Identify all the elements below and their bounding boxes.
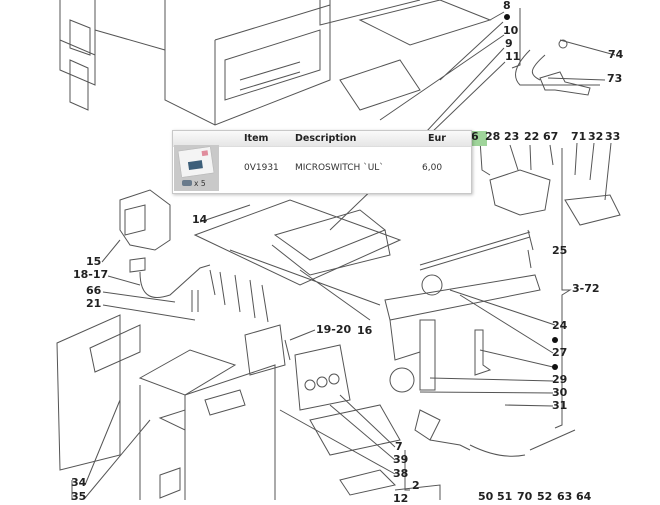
part-info-tooltip: Item Description Eur x 5 0V1931 MICROSWI…: [172, 130, 472, 194]
callout-67[interactable]: 67: [543, 130, 559, 143]
callout-32[interactable]: 32: [588, 130, 604, 143]
callout-51[interactable]: 51: [497, 490, 513, 503]
bracket-bar: [384, 274, 541, 361]
callout-2[interactable]: 2: [412, 479, 420, 492]
callout-70[interactable]: 70: [517, 490, 533, 503]
callout-52[interactable]: 52: [537, 490, 553, 503]
callout-8[interactable]: 8: [503, 0, 511, 12]
microswitch-icon: [182, 180, 192, 186]
highlighted-callout-background: [470, 131, 487, 146]
callout-73[interactable]: 73: [607, 72, 623, 85]
callout-66[interactable]: 66: [86, 284, 102, 297]
boiler-housing: [164, 0, 331, 126]
callout-19-20[interactable]: 19-20: [316, 323, 352, 336]
product-package-icon: [178, 146, 214, 178]
callout-35[interactable]: 35: [71, 490, 87, 503]
callout-10[interactable]: 10: [503, 24, 519, 37]
callout-14[interactable]: 14: [192, 213, 208, 226]
callout-12[interactable]: 12: [393, 492, 409, 505]
front-panel: [59, 0, 96, 56]
fan: [119, 189, 171, 251]
callout-9[interactable]: 9: [505, 37, 513, 50]
callout-34[interactable]: 34: [71, 476, 87, 489]
callout-dot: [552, 337, 558, 343]
callout-23[interactable]: 23: [504, 130, 520, 143]
callout-50[interactable]: 50: [478, 490, 494, 503]
header-description: Description: [295, 133, 357, 144]
item-price: 6,00: [422, 163, 443, 173]
callout-6[interactable]: 6: [471, 130, 479, 143]
callout-38[interactable]: 38: [393, 467, 409, 480]
callout-28[interactable]: 28: [485, 130, 501, 143]
callout-31[interactable]: 31: [552, 399, 568, 412]
callout-74[interactable]: 74: [608, 48, 624, 61]
callout-3-72[interactable]: 3-72: [572, 282, 600, 295]
callout-dot: [504, 14, 510, 20]
callout-11[interactable]: 11: [505, 50, 521, 63]
callout-64[interactable]: 64: [576, 490, 592, 503]
callout-24[interactable]: 24: [552, 319, 568, 332]
callout-39[interactable]: 39: [393, 453, 409, 466]
callout-29[interactable]: 29: [552, 373, 568, 386]
item-code: 0V1931: [244, 163, 279, 173]
header-item: Item: [244, 133, 269, 144]
callout-16[interactable]: 16: [357, 324, 373, 337]
header-price: Eur: [428, 133, 446, 144]
pack-quantity: x 5: [194, 179, 206, 188]
callout-27[interactable]: 27: [552, 346, 568, 359]
rod: [419, 231, 531, 271]
callout-25[interactable]: 25: [552, 244, 568, 257]
callout-21[interactable]: 21: [86, 297, 102, 310]
item-description: MICROSWITCH `UL`: [295, 163, 384, 173]
callout-30[interactable]: 30: [552, 386, 568, 399]
product-image: x 5: [174, 145, 219, 191]
callout-dot: [552, 364, 558, 370]
callout-71[interactable]: 71: [571, 130, 587, 143]
callout-63[interactable]: 63: [557, 490, 573, 503]
callout-22[interactable]: 22: [524, 130, 540, 143]
control-panel: [56, 314, 121, 471]
callout-33[interactable]: 33: [605, 130, 621, 143]
plate: [358, 0, 492, 46]
callout-7[interactable]: 7: [395, 440, 403, 453]
tooltip-header: [173, 131, 471, 147]
callout-15[interactable]: 15: [86, 255, 102, 268]
callout-18-17[interactable]: 18-17: [73, 268, 109, 281]
